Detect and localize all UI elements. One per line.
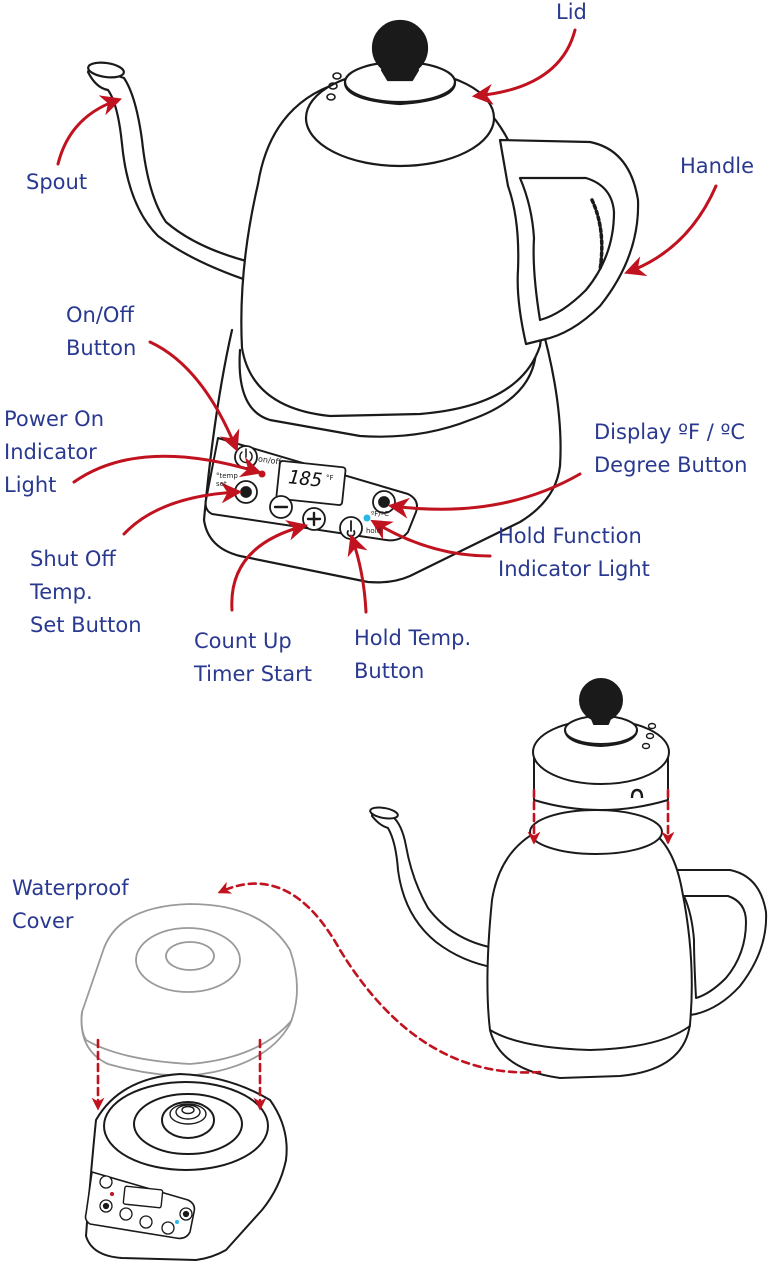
arrow-on-off	[148, 340, 240, 452]
main-handle-inner	[518, 176, 616, 322]
main-lid-dome	[343, 80, 457, 106]
pot-spout	[371, 810, 497, 969]
arrow-hold-light	[370, 519, 492, 558]
lid-knob-ball	[579, 678, 623, 722]
panel-hold-text: hold	[366, 527, 382, 535]
pot-base-ring	[489, 1025, 691, 1051]
dashed-arrows	[91, 788, 675, 1111]
main-knob-ball	[371, 19, 429, 77]
main-spout-tip	[87, 61, 125, 79]
label-lid: Lid	[556, 0, 587, 24]
lcd-frame	[275, 460, 347, 506]
arrow-timer	[230, 520, 309, 612]
main-base-inner	[238, 338, 538, 438]
bottom-base	[84, 1073, 288, 1261]
main-spout	[86, 67, 254, 284]
power-indicator-dot	[258, 470, 266, 478]
kettle-pot	[369, 806, 768, 1079]
label-hold-function-light: Hold Function Indicator Light	[498, 524, 650, 581]
panel-temp-set-text: °temp set	[216, 472, 238, 488]
arrow-lid	[471, 28, 577, 105]
label-power-indicator: Power On Indicator Light	[4, 407, 105, 497]
arrow-temp-set	[122, 482, 243, 536]
waterproof-cover	[80, 903, 298, 1077]
label-shut-off-temp: Shut Off Temp. Set Button	[30, 547, 142, 637]
dash-cover-to-pot	[217, 881, 542, 1074]
cover-ring-inner	[165, 941, 215, 971]
lcd-value: 185	[286, 466, 324, 492]
label-hold-temp-button: Hold Temp. Button	[354, 626, 472, 683]
main-handle	[498, 138, 640, 346]
arrow-power-light	[72, 454, 263, 484]
base-contact	[161, 1101, 215, 1139]
base-lcd	[122, 1185, 164, 1209]
main-handle-grip	[590, 198, 604, 272]
arrow-degree	[387, 472, 582, 519]
cover-front-face	[80, 1011, 293, 1065]
callout-arrows	[56, 28, 718, 614]
main-kettle	[86, 19, 640, 584]
label-handle: Handle	[680, 154, 755, 178]
label-count-up-timer: Count Up Timer Start	[194, 629, 313, 686]
label-waterproof-cover: Waterproof Cover	[12, 876, 129, 933]
arrow-handle	[624, 184, 718, 277]
label-on-off-button: On/Off Button	[66, 303, 137, 360]
hold-indicator-dot	[363, 514, 371, 522]
lcd-unit: °F	[326, 474, 334, 482]
label-spout: Spout	[26, 170, 88, 194]
pot-mouth	[529, 809, 663, 855]
label-display-degree-button: Display ºF / ºC Degree Button	[594, 420, 748, 477]
main-lid-vents	[326, 72, 342, 101]
panel-degree-text: ºF/ºC	[371, 510, 389, 518]
exploded-lid	[532, 678, 670, 811]
arrow-hold-btn	[347, 534, 368, 614]
lid-vents-small	[641, 722, 657, 750]
arrow-spout	[56, 95, 122, 166]
base-contact-rings	[169, 1103, 207, 1125]
pot-handle-inner	[683, 895, 747, 999]
pot-spout-tip	[369, 806, 399, 820]
